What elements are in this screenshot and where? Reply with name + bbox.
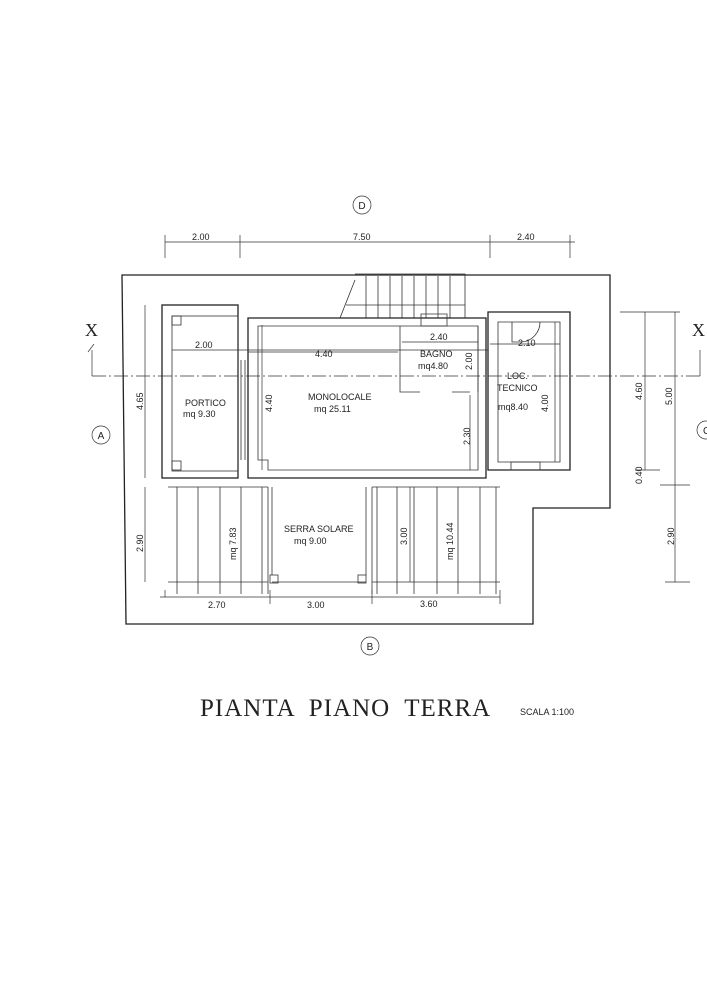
dim-text: 7.50 xyxy=(353,232,371,242)
dim-text: 3.60 xyxy=(420,599,438,609)
dim-text: 2.70 xyxy=(208,600,226,610)
room-area-portico: mq 9.30 xyxy=(183,409,216,419)
dim-text: 2.10 xyxy=(518,338,536,348)
room-name-portico: PORTICO xyxy=(185,398,226,408)
section-label-right: X xyxy=(692,320,706,340)
room-name-serra: SERRA SOLARE xyxy=(284,524,354,534)
drawing-scale: SCALA 1:100 xyxy=(520,707,574,717)
bagno-walls xyxy=(399,326,479,393)
room-name-tecnico: LOC. xyxy=(507,371,528,381)
pergola-left xyxy=(168,486,269,594)
dim-text: 4.00 xyxy=(540,394,550,412)
dim-text: 2.30 xyxy=(462,427,472,445)
dim-text: 3.00 xyxy=(307,600,325,610)
portico-walls xyxy=(161,304,239,479)
dim-text: 4.65 xyxy=(135,392,145,410)
axis-marker-c: C xyxy=(696,420,707,440)
staircase xyxy=(339,273,466,319)
room-area-tecnico: mq8.40 xyxy=(498,402,528,412)
room-area-serra: mq 9.00 xyxy=(294,536,327,546)
dim-text: 4.40 xyxy=(264,394,274,412)
dim-text: 2.90 xyxy=(135,534,145,552)
axis-marker-b: B xyxy=(360,636,380,656)
dim-text: 2.40 xyxy=(517,232,535,242)
room-name-bagno: BAGNO xyxy=(420,349,453,359)
tecnico-walls xyxy=(487,311,571,471)
pergola-right xyxy=(371,486,500,594)
dim-text: 2.40 xyxy=(430,332,448,342)
area-pergola-left: mq 7.83 xyxy=(228,527,238,560)
room-name-monolocale: MONOLOCALE xyxy=(308,392,372,402)
dim-text: 4.40 xyxy=(315,349,333,359)
dimension-lines xyxy=(144,235,690,604)
dim-text: 2.00 xyxy=(195,340,213,350)
section-label-left: X xyxy=(85,320,99,340)
dim-text: 4.60 xyxy=(634,382,644,400)
room-area-monolocale: mq 25.11 xyxy=(314,404,351,414)
dim-text: 2.00 xyxy=(192,232,210,242)
axis-marker-d: D xyxy=(352,195,372,215)
site-boundary xyxy=(121,274,611,625)
dim-text: 3.00 xyxy=(399,527,409,545)
dim-text: 2.90 xyxy=(666,527,676,545)
svg-text:D: D xyxy=(358,201,365,212)
room-name-tecnico-2: TECNICO xyxy=(497,383,538,393)
dim-text: 0.40 xyxy=(634,466,644,484)
window xyxy=(420,313,448,327)
axis-marker-a: A xyxy=(91,425,111,445)
svg-text:A: A xyxy=(98,431,105,442)
room-area-bagno: mq4.80 xyxy=(418,361,448,371)
drawing-title: PIANTA PIANO TERRA xyxy=(200,695,491,722)
dim-text: 5.00 xyxy=(664,387,674,405)
svg-text:C: C xyxy=(703,426,707,437)
area-pergola-right: mq 10.44 xyxy=(445,522,455,560)
svg-text:B: B xyxy=(367,642,374,653)
dim-text: 2.00 xyxy=(464,352,474,370)
